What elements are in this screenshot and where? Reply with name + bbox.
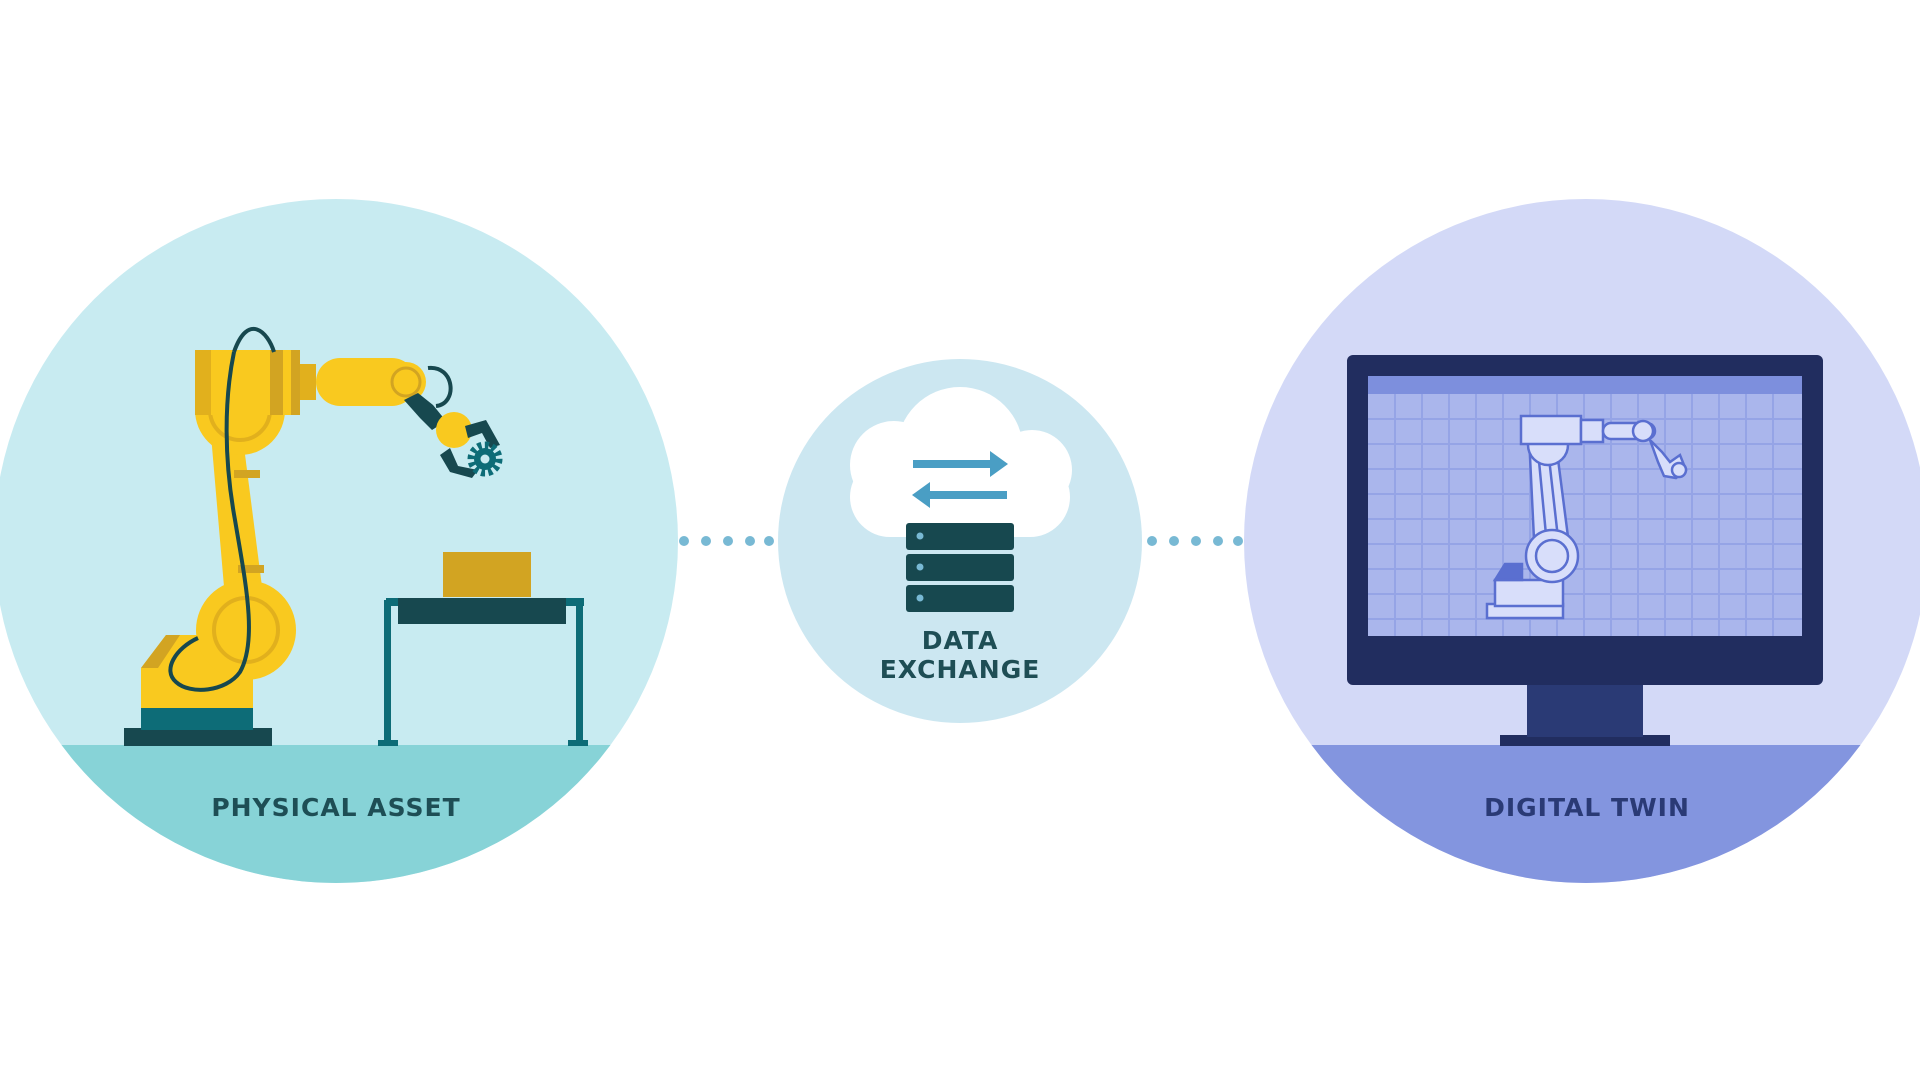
exchange-arrows-icon [912,451,1008,508]
robot-arm-icon [124,326,500,746]
digital-floor [1244,745,1920,883]
physical-asset-label: PHYSICAL ASSET [211,793,461,822]
cloud-icon [850,387,1072,537]
blueprint-robot-icon [1485,414,1688,620]
work-table [378,552,588,746]
dotted-connector-right [1147,536,1243,546]
monitor-icon [1347,355,1823,746]
data-exchange-label-line1: DATA [921,626,999,655]
physical-floor [0,745,678,883]
digital-twin-label: DIGITAL TWIN [1484,793,1690,822]
data-exchange-label: DATA EXCHANGE [860,626,1060,684]
dotted-connector-left [679,536,774,546]
server-icon [906,523,1014,612]
data-exchange-label-line2: EXCHANGE [879,655,1041,684]
gear-icon [467,441,503,477]
